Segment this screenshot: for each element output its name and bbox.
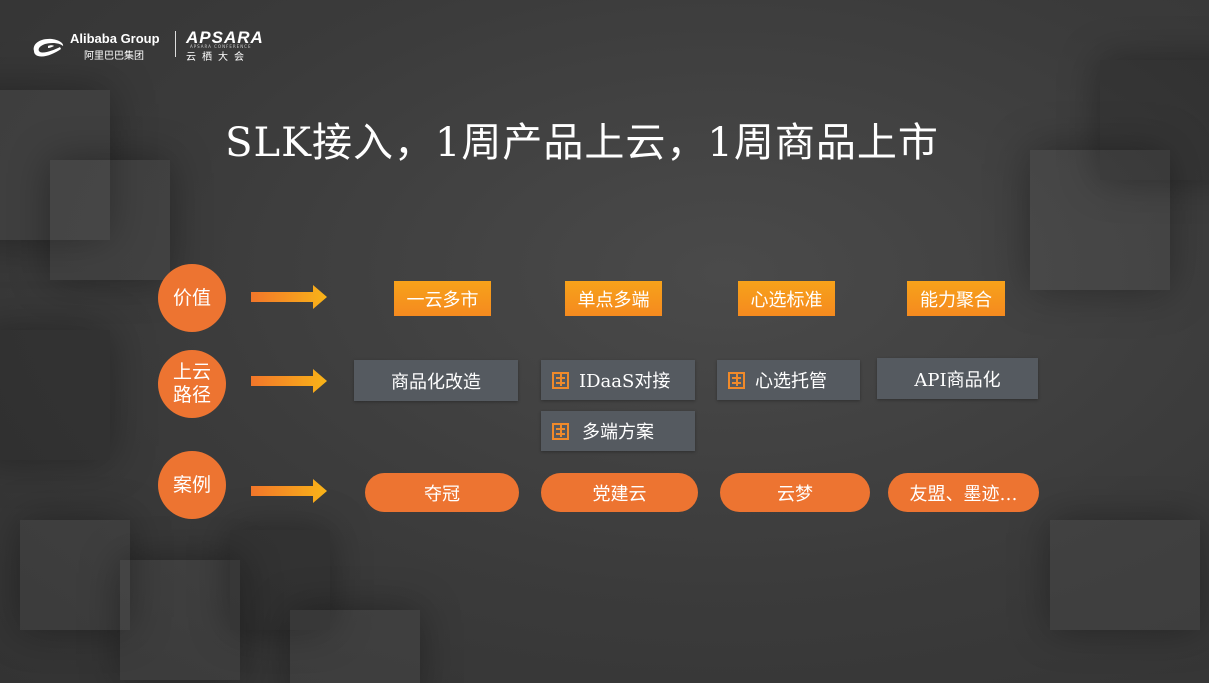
path-box: API商品化: [877, 358, 1038, 399]
apsara-name-cn: 云栖大会: [186, 52, 250, 63]
alibaba-mark-icon: [33, 38, 64, 57]
bg-square: [1100, 60, 1209, 180]
row-label-path: 上云路径: [158, 350, 226, 418]
module-icon: [552, 371, 569, 389]
arrow-right-icon: [251, 369, 327, 393]
bg-square: [50, 160, 170, 280]
case-pill: 党建云: [541, 473, 698, 512]
case-pill: 云梦: [720, 473, 870, 512]
arrow-right-icon: [251, 285, 327, 309]
apsara-name-en: APSARA: [186, 28, 264, 47]
bg-square: [0, 330, 110, 460]
alibaba-name-cn: 阿里巴巴集团: [84, 51, 144, 62]
bg-square: [230, 530, 330, 630]
module-icon: [552, 422, 569, 440]
apsara-logo: APSARA APSARA CONFERENCE 云栖大会: [186, 28, 276, 63]
bg-square: [1050, 520, 1200, 630]
value-tag: 能力聚合: [907, 281, 1005, 316]
logo-divider: [175, 31, 176, 57]
path-box: 商品化改造: [354, 360, 518, 401]
row-label-case: 案例: [158, 451, 226, 519]
path-box: 心选托管: [717, 360, 860, 400]
path-box-label: 心选托管: [755, 371, 827, 392]
path-box-label: 多端方案: [582, 422, 654, 443]
alibaba-logo: Alibaba Group 阿里巴巴集团: [30, 30, 170, 62]
alibaba-name-en: Alibaba Group: [70, 31, 160, 46]
path-box: IDaaS对接: [541, 360, 695, 400]
bg-square: [20, 520, 130, 630]
bg-square: [290, 610, 420, 683]
path-box-label: API商品化: [914, 369, 1001, 391]
value-tag: 一云多市: [394, 281, 491, 316]
path-box-label: IDaaS对接: [579, 371, 671, 392]
row-label-value: 价值: [158, 264, 226, 332]
path-box-label: 商品化改造: [391, 371, 481, 393]
value-tag: 单点多端: [565, 281, 662, 316]
path-box: 多端方案: [541, 411, 695, 451]
value-tag: 心选标准: [738, 281, 835, 316]
case-pill: 夺冠: [365, 473, 519, 512]
slide-title: SLK接入，1周产品上云，1周商品上市: [225, 120, 939, 166]
case-pill: 友盟、墨迹…: [888, 473, 1039, 512]
bg-square: [120, 560, 240, 680]
apsara-subtitle: APSARA CONFERENCE: [190, 44, 252, 49]
module-icon: [728, 371, 745, 389]
arrow-right-icon: [251, 479, 327, 503]
